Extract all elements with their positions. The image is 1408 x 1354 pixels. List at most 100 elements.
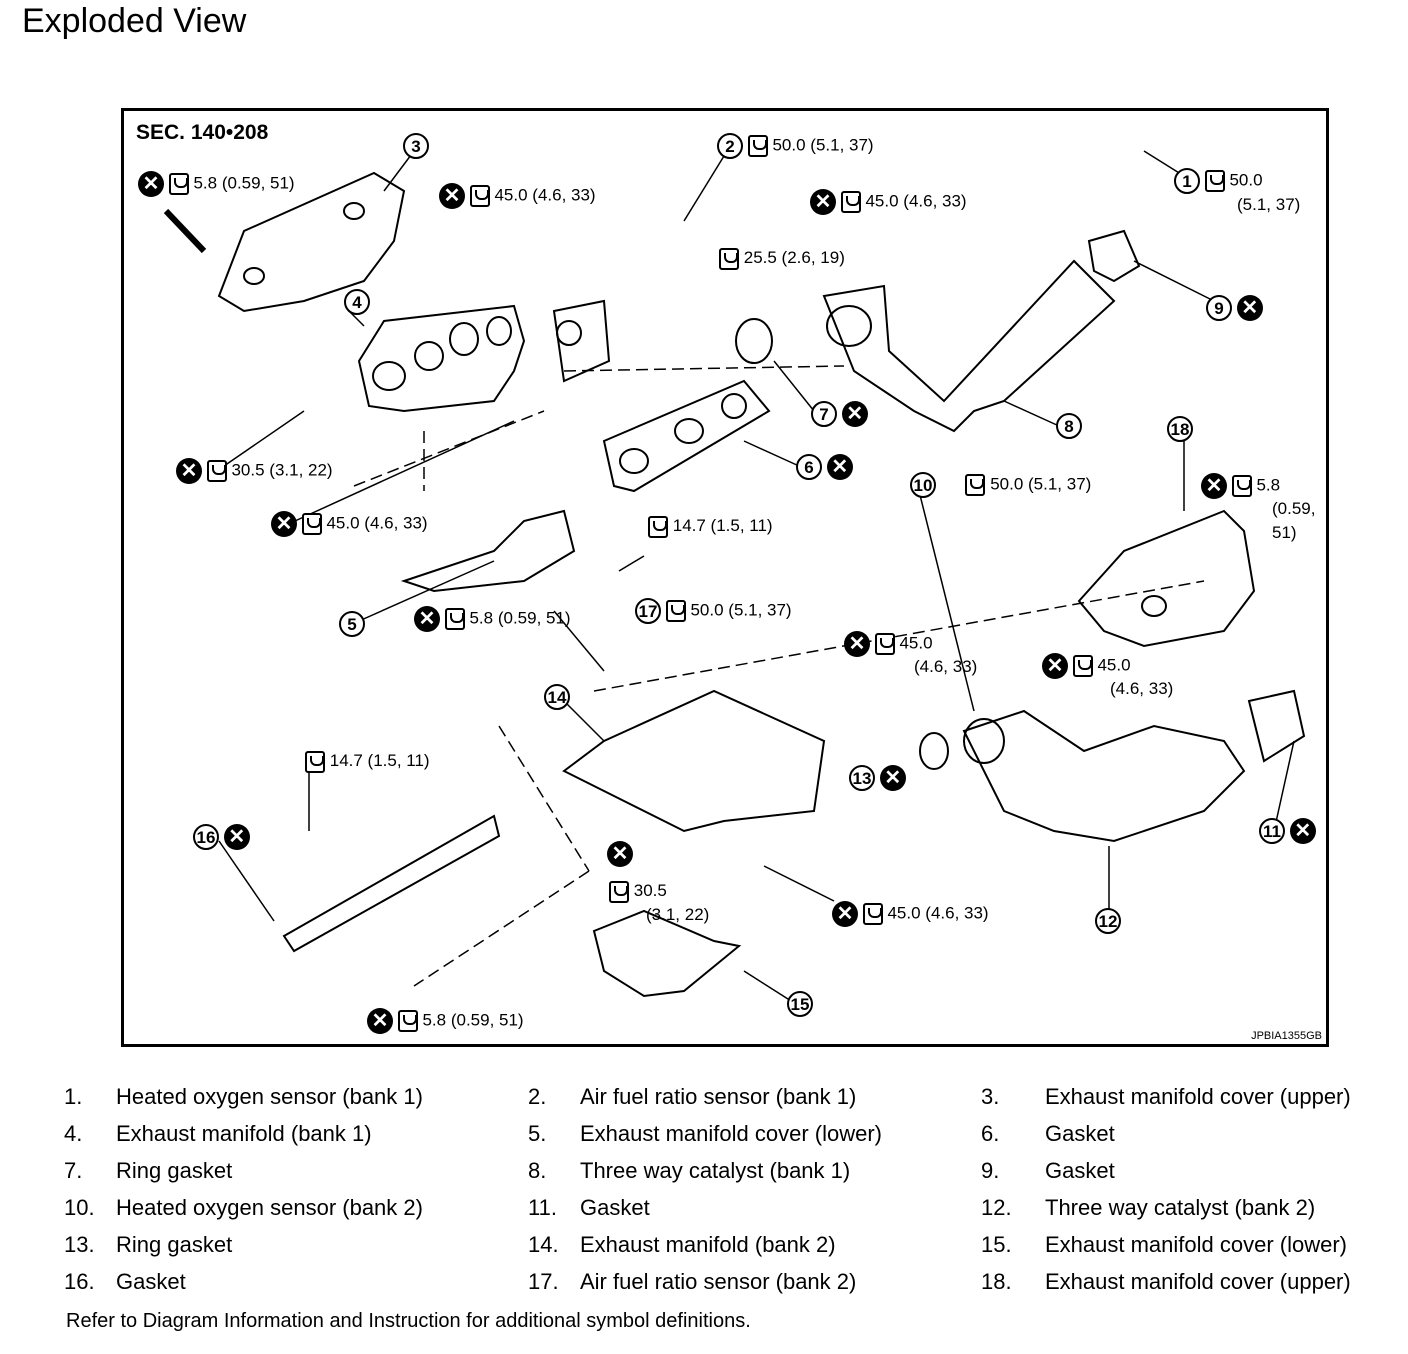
legend-label: Ring gasket (116, 1232, 233, 1257)
torque-callout-45-a: ✕ 45.0 (4.6, 33) (439, 183, 596, 209)
callout-3: 3 (403, 133, 429, 159)
torque-callout-14-7-a: 14.7 (1.5, 11) (648, 514, 773, 538)
legend-number: 18. (981, 1269, 1012, 1294)
callout-1: 1 50.0 (1174, 168, 1263, 194)
torque-callout-45-b: ✕ 45.0 (4.6, 33) (810, 189, 967, 215)
legend-label: Exhaust manifold (bank 1) (116, 1121, 372, 1146)
callout-number: 7 (811, 401, 837, 427)
legend-number: 3. (981, 1084, 1000, 1109)
legend-item: 16.Gasket (64, 1269, 186, 1295)
torque-value: 30.5 (633, 881, 667, 900)
legend-item: 9.Gasket (981, 1158, 1115, 1184)
callout-number: 8 (1056, 413, 1082, 439)
torque-value: 50.0 (5.1, 37) (990, 474, 1092, 494)
legend-number: 10. (64, 1195, 95, 1220)
manifold-cover-upper-bank2 (1077, 509, 1256, 648)
x-mark-icon: ✕ (832, 901, 858, 927)
legend-item: 15. Exhaust manifold cover (lower) (981, 1232, 1347, 1258)
torque-value: (3.1, 22) (646, 905, 710, 924)
gasket-11 (1247, 689, 1306, 763)
x-mark-icon: ✕ (176, 458, 202, 484)
callout-2: 2 50.0 (5.1, 37) (717, 133, 874, 159)
torque-wrench-icon (665, 600, 686, 622)
legend-item: 10. Heated oxygen sensor (bank 2) (64, 1195, 423, 1221)
section-label: SEC. 140•208 (136, 121, 269, 144)
callout-13: 13 ✕ (849, 765, 906, 791)
x-mark-icon: ✕ (439, 183, 465, 209)
callout-6: 6 ✕ (796, 454, 853, 480)
callout-4: 4 (344, 289, 370, 315)
x-mark-icon: ✕ (607, 841, 633, 867)
gasket-16 (282, 814, 501, 953)
legend-number: 2. (528, 1084, 547, 1109)
callout-number: 9 (1206, 295, 1232, 321)
legend-label: Heated oxygen sensor (bank 2) (116, 1195, 423, 1220)
torque-callout-45-d-line2: (4.6, 33) (914, 655, 977, 679)
legend-label: Exhaust manifold cover (lower) (580, 1121, 883, 1146)
callout-number: 4 (344, 289, 370, 315)
legend-number: 14. (528, 1232, 559, 1257)
x-mark-icon: ✕ (844, 631, 870, 657)
gasket-9 (1087, 229, 1141, 283)
torque-callout-5-8-right-line2: (0.59, (1272, 497, 1315, 521)
legend-item: 3.Exhaust manifold cover (upper) (981, 1084, 1351, 1110)
callout-8: 8 (1056, 413, 1082, 439)
torque-value: 25.5 (2.6, 19) (743, 248, 845, 267)
manifold-cover-upper-bank1 (217, 171, 406, 313)
torque-value: (4.6, 33) (914, 657, 978, 676)
callout-number: 14 (544, 684, 570, 710)
torque-value: 45.0 (4.6, 33) (865, 191, 967, 211)
torque-value: (5.1, 37) (1237, 195, 1301, 214)
legend-item: 11.Gasket (528, 1195, 650, 1221)
torque-callout-30-5: ✕ 30.5 (3.1, 22) (176, 458, 333, 484)
ring-gasket-7 (735, 318, 773, 364)
legend-number: 13. (64, 1232, 95, 1257)
torque-callout-5-8-right: ✕ 5.8 (1201, 473, 1280, 499)
legend-item: 5. Exhaust manifold cover (lower) (528, 1121, 882, 1147)
callout-9: 9 ✕ (1206, 295, 1263, 321)
legend-label: Exhaust manifold cover (lower) (1045, 1232, 1348, 1257)
callout-number: 5 (339, 611, 365, 637)
legend-number: 1. (64, 1084, 83, 1109)
callout-5: 5 (339, 611, 365, 637)
legend-label: Three way catalyst (bank 1) (580, 1158, 851, 1183)
x-mark-icon: ✕ (138, 171, 164, 197)
legend-label: Exhaust manifold (bank 2) (580, 1232, 836, 1257)
x-mark-icon: ✕ (223, 824, 250, 850)
torque-wrench-icon (609, 880, 629, 903)
torque-wrench-icon (168, 173, 189, 195)
torque-wrench-icon (1231, 475, 1252, 497)
torque-wrench-icon (206, 460, 227, 482)
callout-number: 12 (1095, 908, 1121, 934)
page-title: Exploded View (22, 2, 247, 40)
callout-number: 1 (1174, 168, 1200, 194)
x-mark-icon: ✕ (841, 401, 868, 427)
legend-item: 6.Gasket (981, 1121, 1115, 1147)
legend-item: 2.Air fuel ratio sensor (bank 1) (528, 1084, 856, 1110)
torque-callout-25-5: 25.5 (2.6, 19) (719, 246, 845, 270)
legend-number: 5. (528, 1121, 547, 1146)
legend-number: 15. (981, 1232, 1012, 1257)
torque-callout-45-e: ✕ 45.0 (1042, 653, 1131, 679)
legend-number: 12. (981, 1195, 1012, 1220)
x-mark-icon: ✕ (414, 606, 440, 632)
torque-value: 5.8 (0.59, 51) (193, 173, 295, 193)
torque-wrench-icon (397, 1010, 418, 1032)
legend-label: Three way catalyst (bank 2) (1045, 1195, 1316, 1220)
callout-14: 14 (544, 684, 570, 710)
torque-value: 50.0 (5.1, 37) (772, 135, 874, 155)
legend-label: Gasket (580, 1195, 650, 1220)
manifold-cover-lower-bank2 (592, 909, 742, 998)
torque-value: 51) (1272, 523, 1297, 542)
torque-value: 50.0 (1229, 170, 1263, 190)
callout-12: 12 (1095, 908, 1121, 934)
torque-value: (4.6, 33) (1110, 679, 1174, 698)
three-way-catalyst-bank2 (962, 709, 1246, 843)
callout-number: 10 (910, 472, 936, 498)
torque-value: 5.8 (0.59, 51) (469, 608, 571, 628)
x-mark-icon: ✕ (1289, 818, 1316, 844)
callout-7: 7 ✕ (811, 401, 868, 427)
torque-value: 45.0 (899, 633, 933, 653)
callout-number: 16 (193, 824, 219, 850)
torque-wrench-icon (648, 515, 668, 538)
